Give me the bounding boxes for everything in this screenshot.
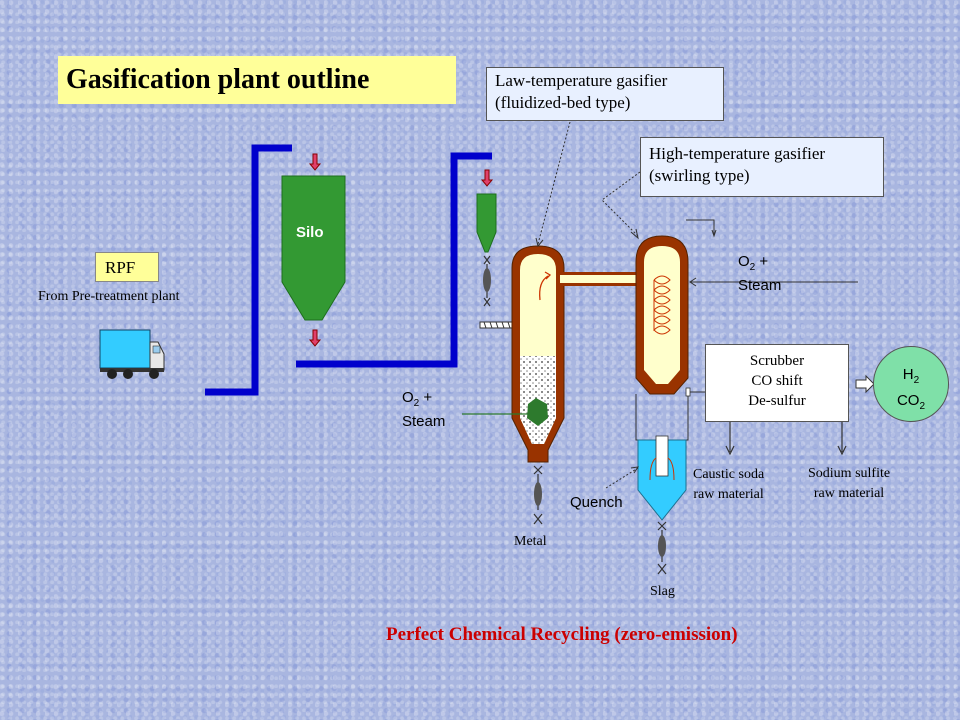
o2-steam-left-label: O2 + Steam [402,389,446,430]
scrubber-line1: Scrubber [749,353,805,369]
page-title: Gasification plant outline [58,56,456,104]
bed-core-icon [527,398,548,426]
from-pretreatment-label: From Pre-treatment plant [38,289,180,304]
scrubber-line2: CO shift [751,373,803,389]
red-arrow-icon [308,153,494,347]
quench-tank-frame [635,394,689,441]
low-temp-leader [537,121,571,245]
low-temp-line1: Law-temperature gasifier [495,71,668,90]
high-temp-gasifier-callout: High-temperature gasifier (swirling type… [640,137,884,197]
zero-emission-caption: Perfect Chemical Recycling (zero-emissio… [386,624,738,645]
slag-label: Slag [650,584,675,599]
feed-pipe-1 [205,144,292,396]
metal-label: Metal [514,534,547,549]
quench-label: Quench [570,494,623,511]
feed-pipe-2 [296,152,492,368]
rpf-label: RPF [95,252,159,282]
hopper-lock [483,268,491,292]
o2-steam-right-label: O2 + Steam [738,253,782,294]
silo-vessel [281,175,346,321]
scrubber-line3: De-sulfur [748,393,806,409]
low-temp-line2: (fluidized-bed type) [495,93,631,112]
scrubber-box: Scrubber CO shift De-sulfur [705,344,849,422]
product-arrow-icon [855,374,875,394]
quench-leader [605,467,639,489]
low-temp-gasifier-callout: Law-temperature gasifier (fluidized-bed … [486,67,724,121]
h2-co2-product: H2 CO2 [873,346,949,422]
quench-tank [637,439,687,521]
feed-hopper [476,193,497,253]
high-temp-leader [601,171,641,237]
high-temp-inner [644,246,680,384]
swirl-coil [653,275,671,335]
silo-label: Silo [296,224,324,241]
sodium-sulfite-label: Sodium sulfite raw material [808,466,891,501]
low-temp-flow-arrow [539,275,549,301]
high-temp-line1: High-temperature gasifier [649,144,826,163]
truck-icon [99,329,165,379]
caustic-soda-label: Caustic soda raw material [693,467,765,502]
high-temp-line2: (swirling type) [649,166,750,185]
